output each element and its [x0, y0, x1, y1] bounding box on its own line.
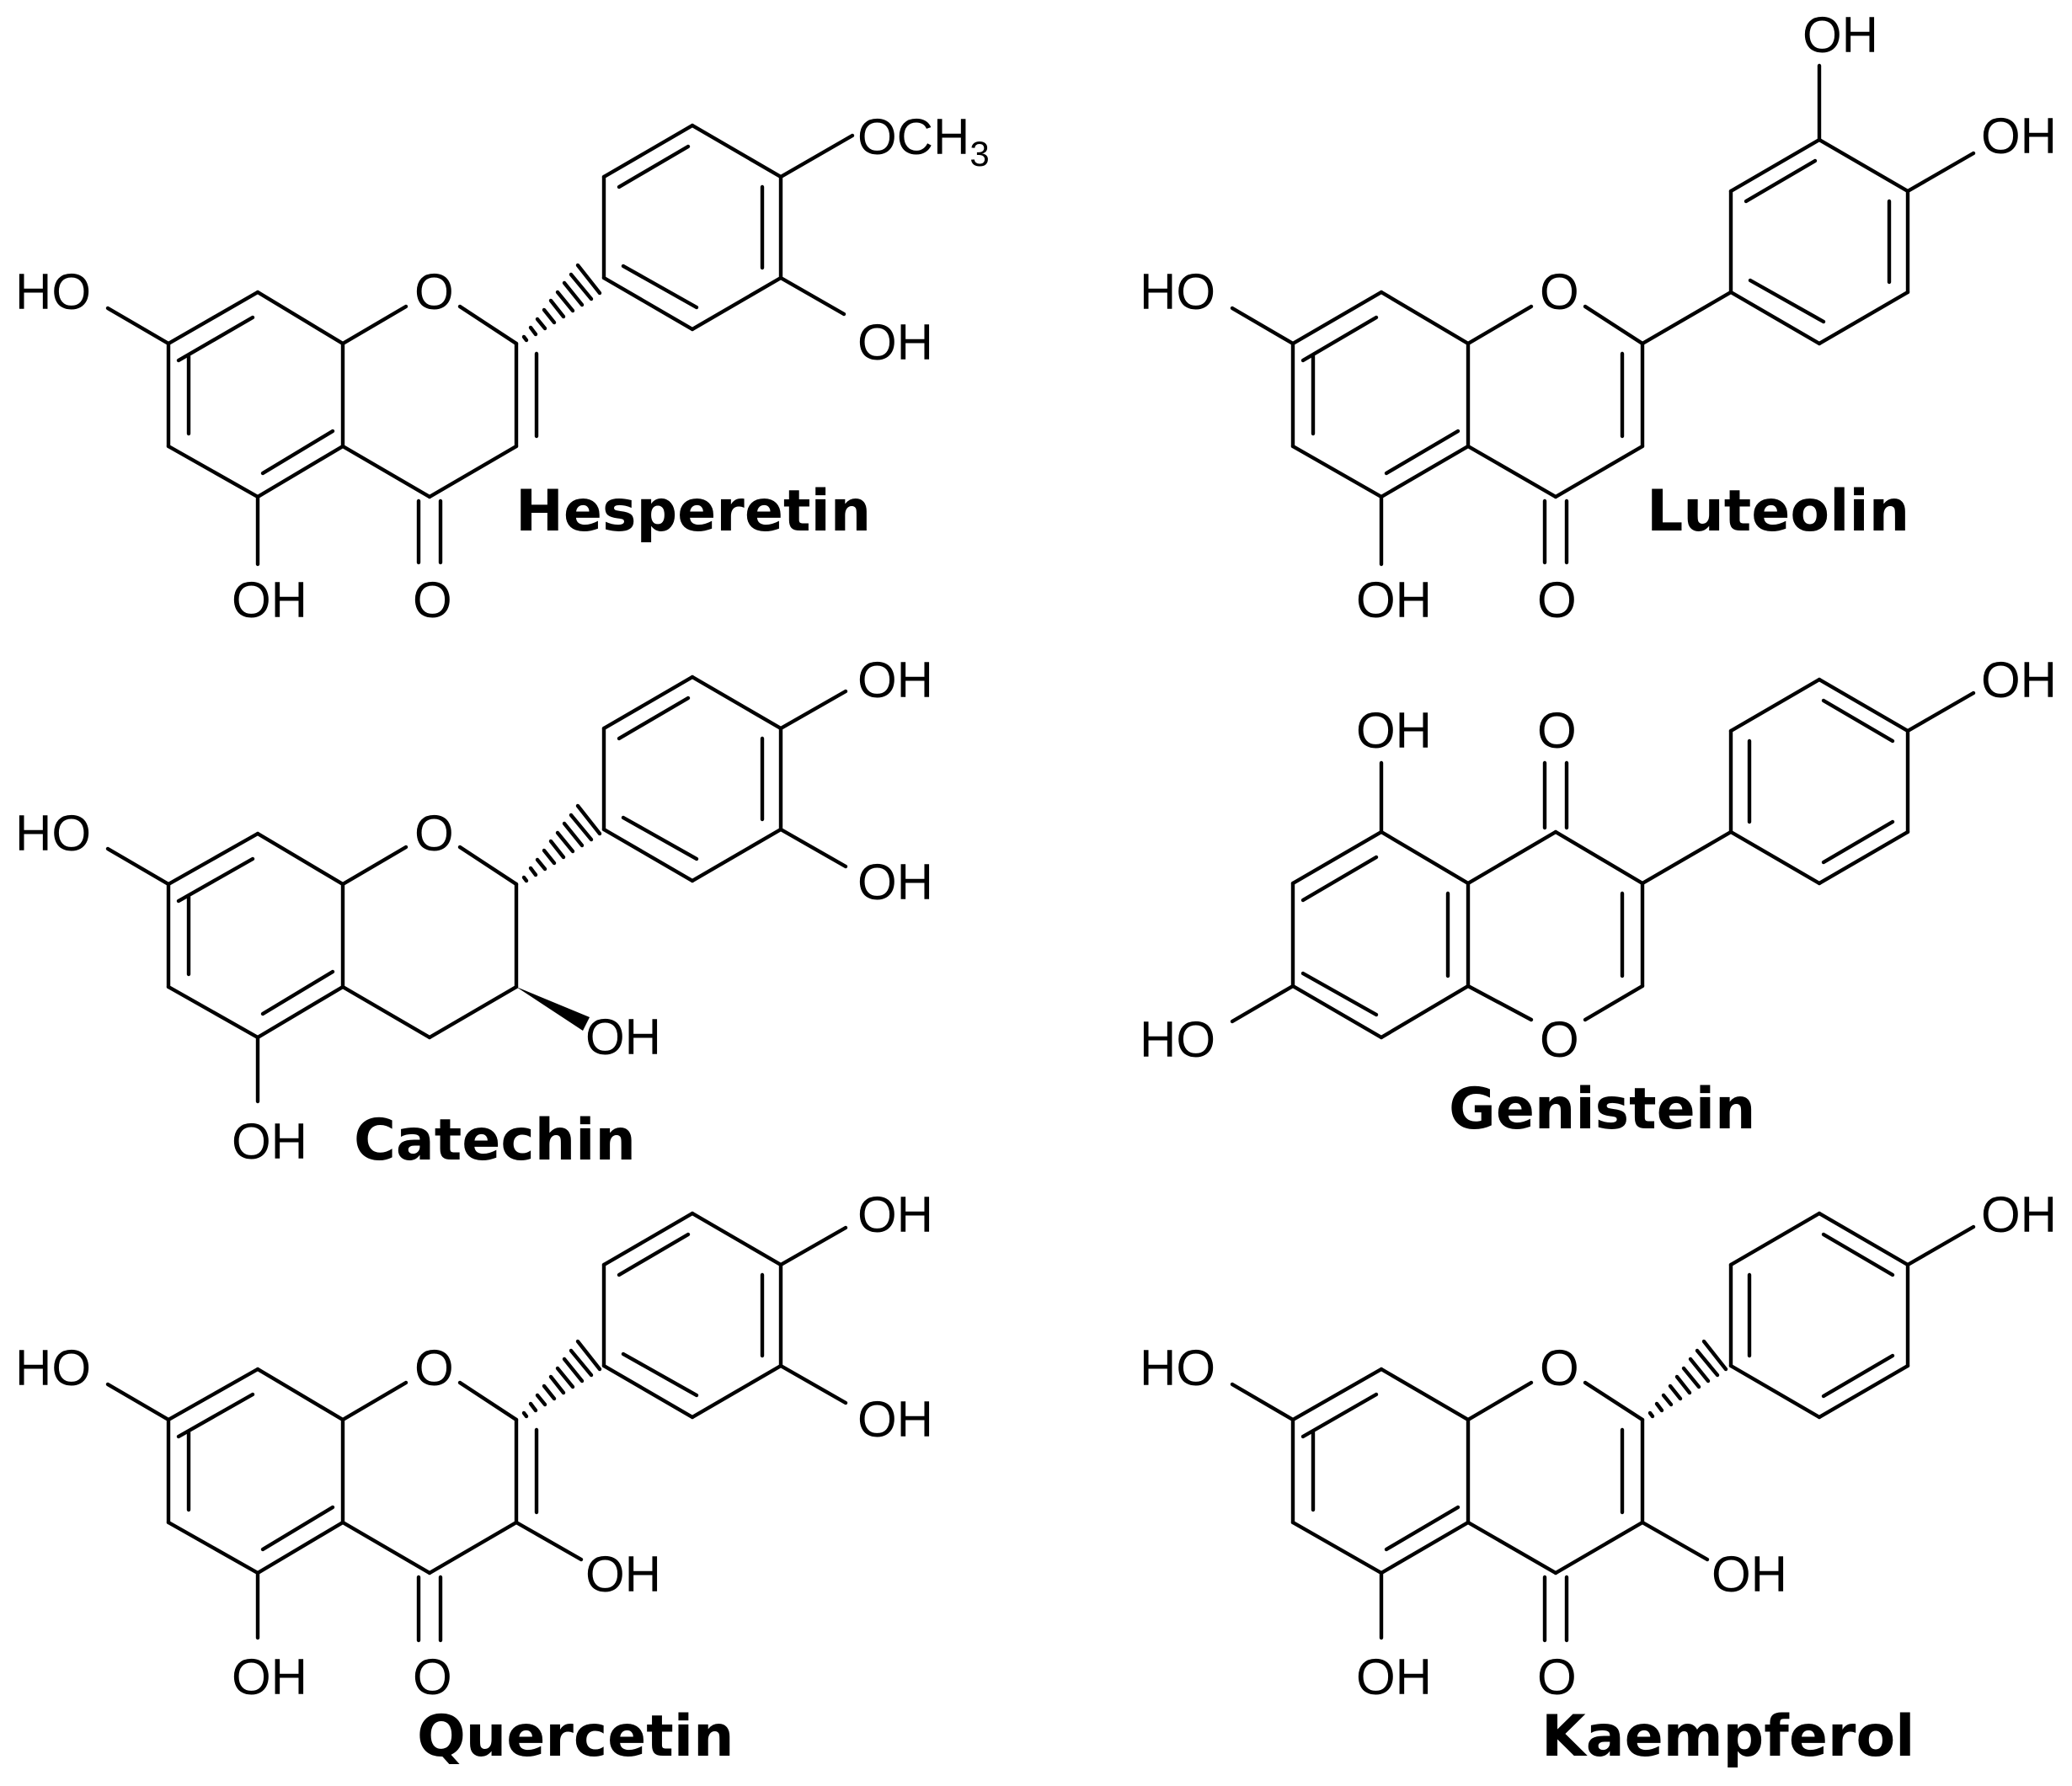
- luteolin-oh3p-label: OH: [1802, 7, 1878, 63]
- luteolin-oh5-label: OH: [1356, 572, 1432, 628]
- catechin-structure: HO O OH OH OH OH Catechin: [15, 652, 933, 1174]
- quercetin-oh3p-label: OH: [857, 1391, 933, 1447]
- kaempferol-name: Kaempferol: [1541, 1703, 1915, 1770]
- genistein-atom-labels: OH O HO O OH: [1140, 652, 2057, 1068]
- genistein-bonds: [1230, 677, 1976, 1040]
- kaempferol-oh5-label: OH: [1356, 1649, 1432, 1705]
- genistein-name: Genistein: [1449, 1076, 1755, 1143]
- quercetin-oh3-label: OH: [585, 1546, 661, 1602]
- quercetin-name: Quercetin: [417, 1703, 734, 1770]
- catechin-bonds: [105, 674, 848, 1104]
- hesperetin-oh3p-label: OH: [857, 314, 933, 371]
- catechin-name: Catechin: [354, 1107, 636, 1174]
- hesperetin-o1-label: O: [414, 264, 454, 320]
- kaempferol-structure: HO O OH O OH OH Kaempferol: [1140, 1186, 2057, 1770]
- genistein-o4-label: O: [1537, 702, 1577, 759]
- catechin-atom-labels: HO O OH OH OH OH: [15, 652, 933, 1170]
- luteolin-structure: HO O OH O OH OH Luteolin: [1140, 7, 2057, 628]
- genistein-structure: OH O HO O OH Genistein: [1140, 652, 2057, 1143]
- genistein-oh5-label: OH: [1356, 702, 1432, 759]
- luteolin-o4-label: O: [1537, 572, 1577, 628]
- catechin-o1-label: O: [414, 805, 454, 861]
- luteolin-atom-labels: HO O OH O OH OH: [1140, 7, 2057, 628]
- quercetin-hashed-bond: [521, 1339, 602, 1419]
- genistein-o1-label: O: [1540, 1011, 1579, 1068]
- hesperetin-o4-label: O: [413, 572, 452, 628]
- quercetin-o1-label: O: [414, 1340, 454, 1396]
- hesperetin-bonds: [105, 123, 855, 567]
- hesperetin-oh5-label: OH: [232, 572, 307, 628]
- quercetin-o4-label: O: [413, 1649, 452, 1705]
- luteolin-ho7-label: HO: [1140, 264, 1215, 320]
- catechin-ho7-label: HO: [15, 805, 91, 861]
- kaempferol-oh3-label: OH: [1712, 1546, 1787, 1602]
- quercetin-bonds: [105, 1211, 848, 1643]
- catechin-oh3-label: OH: [585, 1009, 661, 1065]
- luteolin-name: Luteolin: [1647, 478, 1909, 545]
- luteolin-bonds: [1230, 63, 1976, 567]
- kaempferol-bonds: [1230, 1211, 1976, 1643]
- hesperetin-structure: HO O OH O OH OCH3 Hesperetin: [15, 109, 990, 628]
- kaempferol-oh4p-label: OH: [1981, 1186, 2057, 1243]
- quercetin-structure: HO O OH O OH OH OH Quercetin: [15, 1186, 933, 1770]
- catechin-hashed-bond: [521, 803, 602, 883]
- kaempferol-hashed-bond: [1647, 1339, 1728, 1419]
- quercetin-oh5-label: OH: [232, 1649, 307, 1705]
- luteolin-o1-label: O: [1540, 264, 1579, 320]
- quercetin-atom-labels: HO O OH O OH OH OH: [15, 1186, 933, 1705]
- kaempferol-o1-label: O: [1540, 1340, 1579, 1396]
- catechin-wedge-bond: [516, 987, 590, 1031]
- hesperetin-name: Hesperetin: [515, 478, 871, 545]
- hesperetin-hashed-bond: [521, 263, 602, 343]
- kaempferol-ho7-label: HO: [1140, 1340, 1215, 1396]
- quercetin-oh4p-label: OH: [857, 1186, 933, 1243]
- kaempferol-o4-label: O: [1537, 1649, 1577, 1705]
- luteolin-oh4p-label: OH: [1981, 108, 2057, 164]
- genistein-ho7-label: HO: [1140, 1011, 1215, 1068]
- kaempferol-atom-labels: HO O OH O OH OH: [1140, 1186, 2057, 1705]
- catechin-oh5-label: OH: [232, 1113, 307, 1170]
- catechin-oh4p-label: OH: [857, 652, 933, 708]
- genistein-oh4p-label: OH: [1981, 652, 2057, 708]
- hesperetin-atom-labels: HO O OH O OH OCH3: [15, 109, 990, 628]
- hesperetin-ho7-label: HO: [15, 264, 91, 320]
- hesperetin-och3-label: OCH3: [857, 109, 990, 173]
- quercetin-ho7-label: HO: [15, 1340, 91, 1396]
- catechin-oh3p-label: OH: [857, 854, 933, 910]
